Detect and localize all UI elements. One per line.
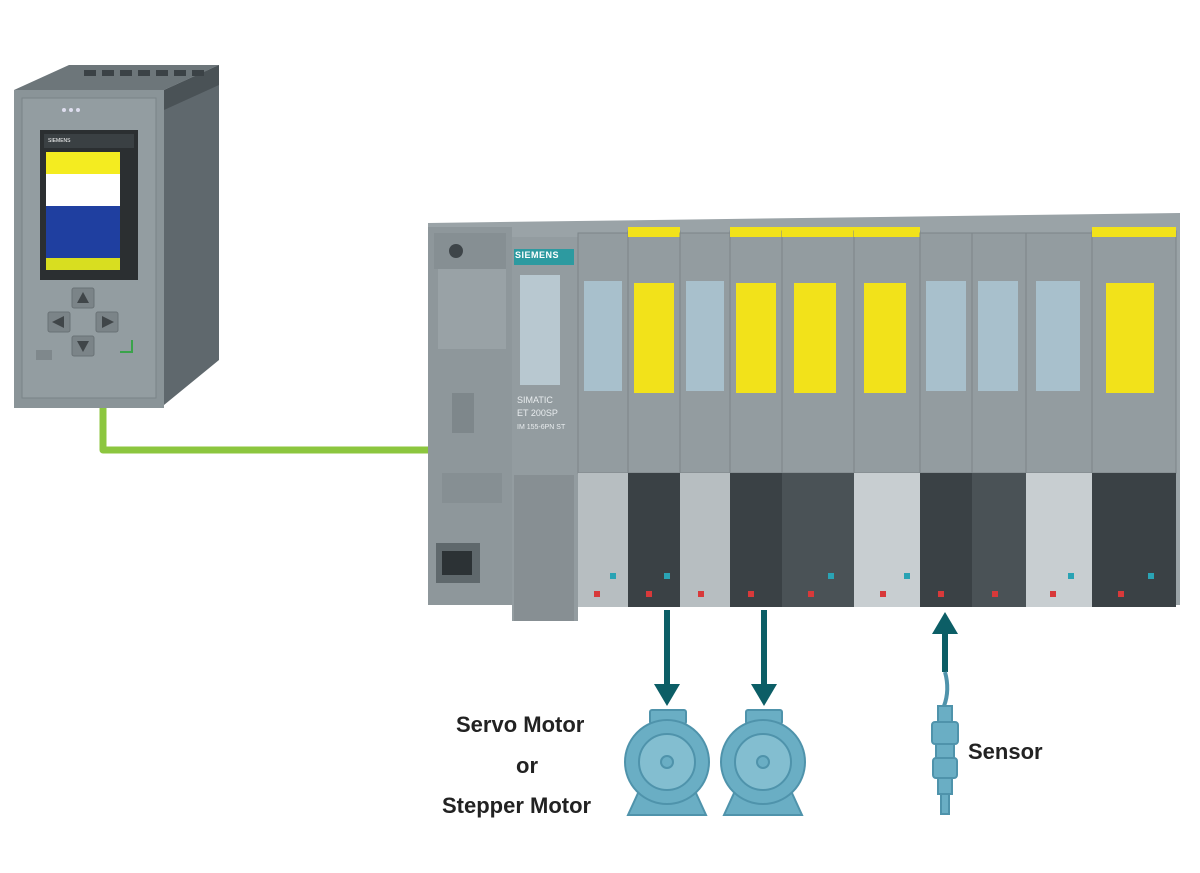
arrow-to-motor-2 — [751, 610, 777, 706]
cpu-module — [14, 60, 224, 410]
im-model-line3: IM 155-6PN ST — [517, 424, 566, 431]
base-units — [578, 473, 1176, 607]
cpu-module-illustration — [14, 65, 219, 408]
cpu-brand: SIEMENS — [48, 138, 71, 144]
sensor-label: Sensor — [968, 739, 1043, 764]
arrow-to-motor-1 — [654, 610, 680, 706]
et200sp-station — [428, 213, 1180, 623]
stepper-motor-icon — [720, 709, 806, 816]
arrow-from-sensor — [932, 612, 958, 672]
sensor-icon — [931, 671, 959, 815]
im-model-line2: ET 200SP — [517, 408, 558, 418]
station-brand: SIEMENS — [515, 250, 560, 260]
servo-motor-label: Servo Motor — [456, 712, 585, 737]
im-model-line1: SIMATIC — [517, 395, 553, 405]
station-illustration — [428, 213, 1180, 621]
servo-motor-icon — [624, 709, 710, 816]
stepper-motor-label: Stepper Motor — [442, 793, 592, 818]
or-label: or — [516, 753, 538, 778]
